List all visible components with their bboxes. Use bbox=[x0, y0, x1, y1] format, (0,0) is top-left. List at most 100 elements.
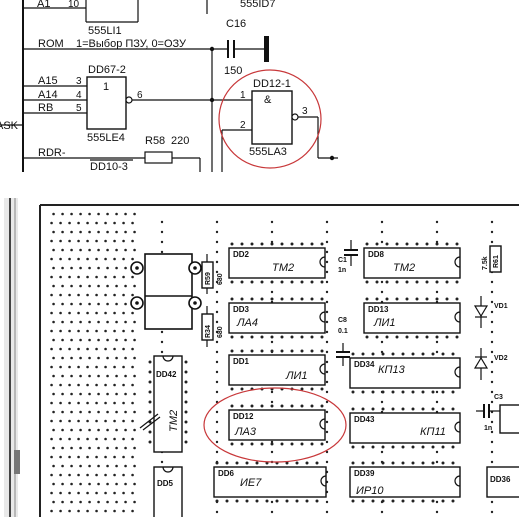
via-dot bbox=[435, 220, 439, 224]
via-dot bbox=[115, 284, 118, 288]
via-dot bbox=[300, 404, 304, 408]
via-dot bbox=[68, 311, 71, 315]
via-dot bbox=[77, 455, 80, 459]
via-dot bbox=[245, 461, 249, 465]
via-dot bbox=[124, 212, 127, 216]
r59-value: 680 bbox=[217, 273, 224, 285]
via-dot bbox=[59, 293, 62, 297]
via-dot bbox=[401, 352, 405, 356]
res-value: 220 bbox=[171, 135, 189, 147]
via-dot bbox=[391, 445, 395, 449]
via-dot bbox=[115, 446, 118, 450]
via-dot bbox=[97, 266, 100, 270]
via-dot bbox=[215, 360, 219, 364]
via-dot bbox=[421, 445, 425, 449]
via-dot bbox=[115, 392, 118, 396]
via-dot bbox=[50, 383, 53, 387]
via-dot bbox=[95, 491, 98, 495]
via-dot bbox=[435, 450, 439, 454]
via-dot bbox=[52, 248, 55, 252]
via-dot bbox=[320, 387, 324, 391]
via-dot bbox=[104, 401, 107, 405]
via-dot bbox=[113, 275, 116, 279]
via-dot bbox=[300, 442, 304, 446]
via-dot bbox=[97, 410, 100, 414]
via-dot bbox=[59, 347, 62, 351]
via-dot bbox=[68, 347, 71, 351]
via-dot bbox=[320, 404, 324, 408]
via-dot bbox=[490, 360, 494, 364]
via-dot bbox=[260, 349, 264, 353]
via-dot bbox=[113, 509, 116, 513]
via-dot bbox=[325, 250, 329, 254]
chip-dd12: DD12 ЛА3 bbox=[228, 409, 326, 441]
via-dot bbox=[280, 297, 284, 301]
via-dot bbox=[451, 407, 455, 411]
via-dot bbox=[385, 280, 389, 284]
via-dot bbox=[133, 212, 136, 216]
via-dot bbox=[77, 329, 80, 333]
via-dot bbox=[133, 338, 136, 342]
via-dot bbox=[270, 240, 274, 244]
via-dot bbox=[104, 275, 107, 279]
via-dot bbox=[240, 335, 244, 339]
via-dot bbox=[86, 347, 89, 351]
via-dot bbox=[490, 460, 494, 464]
via-dot bbox=[270, 280, 274, 284]
via-dot bbox=[70, 410, 73, 414]
via-dot bbox=[381, 445, 385, 449]
via-dot bbox=[435, 335, 439, 339]
via-dot bbox=[68, 329, 71, 333]
via-dot bbox=[131, 401, 134, 405]
via-dot bbox=[405, 335, 409, 339]
via-dot bbox=[184, 370, 188, 374]
via-dot bbox=[270, 404, 274, 408]
via-dot bbox=[375, 297, 379, 301]
via-dot bbox=[59, 257, 62, 261]
via-dot bbox=[441, 461, 445, 465]
gate1-in-pin-1: 3 bbox=[76, 76, 82, 87]
via-dot bbox=[240, 242, 244, 246]
via-dot bbox=[361, 461, 365, 465]
via-dot bbox=[230, 280, 234, 284]
via-dot bbox=[122, 347, 125, 351]
via-dot bbox=[421, 499, 425, 503]
dd1-type: ЛИ1 bbox=[285, 370, 308, 382]
via-dot bbox=[50, 293, 53, 297]
via-dot bbox=[86, 239, 89, 243]
rdr-label: RDR- bbox=[38, 147, 66, 159]
via-dot bbox=[255, 499, 259, 503]
via-dot bbox=[133, 482, 136, 486]
via-dot bbox=[280, 349, 284, 353]
via-dot bbox=[380, 240, 384, 244]
via-dot bbox=[381, 390, 385, 394]
via-dot bbox=[106, 482, 109, 486]
via-dot bbox=[113, 365, 116, 369]
via-dot bbox=[52, 500, 55, 504]
via-dot bbox=[381, 499, 385, 503]
via-dot bbox=[106, 428, 109, 432]
via-dot bbox=[490, 380, 494, 384]
dd103-label: DD10-3 bbox=[90, 161, 128, 173]
via-dot bbox=[124, 302, 127, 306]
via-dot bbox=[270, 230, 274, 234]
via-dot bbox=[52, 230, 55, 234]
via-dot bbox=[290, 242, 294, 246]
via-dot bbox=[79, 230, 82, 234]
via-dot bbox=[79, 500, 82, 504]
diode-vd1: VD1 bbox=[473, 296, 508, 328]
via-dot bbox=[86, 293, 89, 297]
via-dot bbox=[215, 250, 219, 254]
via-dot bbox=[122, 383, 125, 387]
via-dot bbox=[215, 240, 219, 244]
via-dot bbox=[88, 338, 91, 342]
via-dot bbox=[300, 242, 304, 246]
via-dot bbox=[455, 242, 459, 246]
via-dot bbox=[270, 440, 274, 444]
via-dot bbox=[79, 248, 82, 252]
r61-value: 7.5k bbox=[482, 256, 489, 270]
via-dot bbox=[425, 242, 429, 246]
via-dot bbox=[106, 302, 109, 306]
via-dot bbox=[115, 266, 118, 270]
chip-dd39: DD39 ИР10 bbox=[349, 466, 461, 498]
